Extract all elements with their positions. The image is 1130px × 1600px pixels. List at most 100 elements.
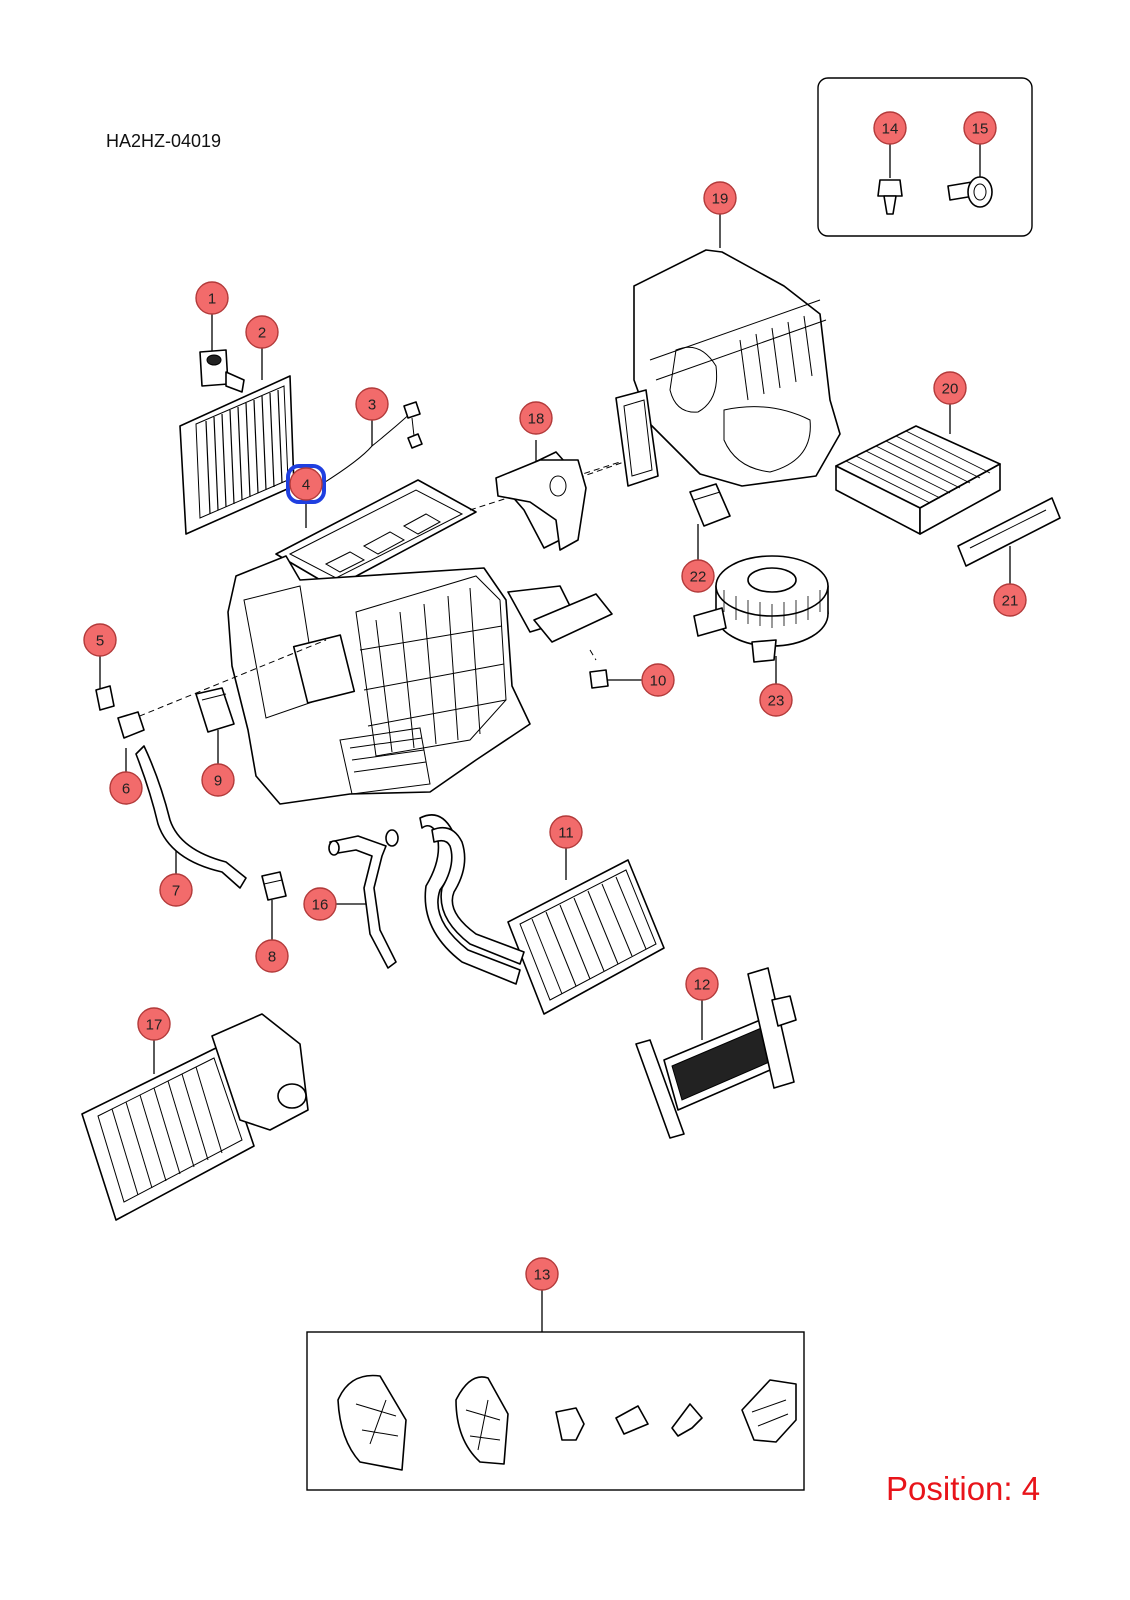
callout-number: 13 — [534, 1267, 551, 1284]
part-rear-unit-17[interactable] — [81, 1013, 309, 1221]
callout-circle — [685, 967, 719, 1001]
callout-number: 17 — [146, 1017, 163, 1034]
position-indicator: Position: 4 — [886, 1470, 1040, 1508]
part-expansion-valve-1[interactable] — [199, 314, 245, 393]
callout-circle — [201, 763, 235, 797]
callout-19[interactable]: 19 — [703, 181, 737, 215]
drawing-code: HA2HZ-04019 — [106, 131, 222, 151]
callout-circle — [873, 111, 907, 145]
part-drain-hose-7[interactable] — [135, 745, 247, 889]
selected-highlight — [286, 464, 326, 504]
callout-circle — [289, 467, 323, 501]
callout-7[interactable]: 7 — [159, 873, 193, 907]
callout-circle — [759, 683, 793, 717]
callout-number: 14 — [882, 121, 899, 138]
part-ptc-heater-12[interactable] — [635, 967, 797, 1139]
callout-6[interactable]: 6 — [109, 771, 143, 805]
part-pipe-16[interactable] — [328, 829, 399, 969]
callout-11[interactable]: 11 — [549, 815, 583, 849]
callout-number: 4 — [302, 477, 310, 494]
callout-number: 19 — [712, 191, 729, 208]
part-fitting-6[interactable] — [117, 711, 145, 772]
callout-number: 10 — [650, 673, 667, 690]
callout-17[interactable]: 17 — [137, 1007, 171, 1041]
callout-circle — [519, 401, 553, 435]
callout-number: 12 — [694, 977, 711, 994]
part-actuator-22[interactable] — [689, 483, 731, 560]
part-actuator-9[interactable] — [195, 687, 235, 764]
part-filter-cover-21[interactable] — [957, 497, 1061, 584]
callout-15[interactable]: 15 — [963, 111, 997, 145]
callout-12[interactable]: 12 — [685, 967, 719, 1001]
callout-1[interactable]: 1 — [195, 281, 229, 315]
callout-number: 18 — [528, 411, 545, 428]
callout-5[interactable]: 5 — [83, 623, 117, 657]
callout-circle — [303, 887, 337, 921]
part-bracket-18[interactable] — [495, 440, 587, 551]
callout-number: 7 — [172, 883, 180, 900]
callout-number: 21 — [1002, 593, 1019, 610]
callout-circle — [109, 771, 143, 805]
part-clamp-8[interactable] — [261, 871, 287, 940]
callout-2[interactable]: 2 — [245, 315, 279, 349]
part-fitting-5[interactable] — [95, 656, 115, 711]
callout-circle — [83, 623, 117, 657]
callout-number: 8 — [268, 949, 276, 966]
callout-22[interactable]: 22 — [681, 559, 715, 593]
callout-3[interactable]: 3 — [355, 387, 389, 421]
callout-circle — [195, 281, 229, 315]
callout-circle — [525, 1257, 559, 1291]
position-prefix: Position: — [886, 1470, 1013, 1507]
part-kit-13[interactable] — [306, 1290, 805, 1491]
part-evaporator-2[interactable] — [179, 348, 295, 535]
part-seal-frame-4[interactable] — [275, 479, 477, 589]
part-connector-10[interactable] — [589, 669, 642, 689]
callout-circle — [641, 663, 675, 697]
callout-circle — [933, 371, 967, 405]
callout-circle — [245, 315, 279, 349]
part-sensor-3[interactable] — [321, 401, 423, 485]
callout-circle — [963, 111, 997, 145]
callout-circle — [159, 873, 193, 907]
callout-9[interactable]: 9 — [201, 763, 235, 797]
callout-21[interactable]: 21 — [993, 583, 1027, 617]
callout-16[interactable]: 16 — [303, 887, 337, 921]
callout-number: 5 — [96, 633, 104, 650]
callout-23[interactable]: 23 — [759, 683, 793, 717]
callout-number: 1 — [208, 291, 216, 308]
callout-number: 3 — [368, 397, 376, 414]
callout-10[interactable]: 10 — [641, 663, 675, 697]
callout-8[interactable]: 8 — [255, 939, 289, 973]
callout-circle — [549, 815, 583, 849]
callout-13[interactable]: 13 — [525, 1257, 559, 1291]
callout-18[interactable]: 18 — [519, 401, 553, 435]
part-blower-motor-23[interactable] — [693, 555, 829, 684]
part-heater-core-11[interactable] — [419, 814, 665, 1015]
part-bolt-15[interactable] — [947, 142, 993, 208]
part-screw-14[interactable] — [877, 142, 903, 215]
callout-number: 6 — [122, 781, 130, 798]
callout-number: 15 — [972, 121, 989, 138]
callout-circle — [993, 583, 1027, 617]
callout-number: 20 — [942, 381, 959, 398]
callout-number: 23 — [768, 693, 785, 710]
callout-circle — [703, 181, 737, 215]
callout-circle — [355, 387, 389, 421]
fastener-box — [817, 77, 1033, 237]
callout-circle — [255, 939, 289, 973]
part-blower-housing-19[interactable] — [615, 214, 841, 487]
callout-4[interactable]: 4 — [286, 464, 326, 504]
callout-number: 9 — [214, 773, 222, 790]
callout-circle — [137, 1007, 171, 1041]
position-value: 4 — [1021, 1470, 1041, 1507]
callout-number: 11 — [558, 825, 574, 842]
kit-box — [306, 1331, 805, 1491]
callout-number: 22 — [690, 569, 707, 586]
callout-number: 2 — [258, 325, 266, 342]
part-cabin-filter-20[interactable] — [835, 404, 1001, 535]
callout-20[interactable]: 20 — [933, 371, 967, 405]
callout-circle — [681, 559, 715, 593]
callout-14[interactable]: 14 — [873, 111, 907, 145]
